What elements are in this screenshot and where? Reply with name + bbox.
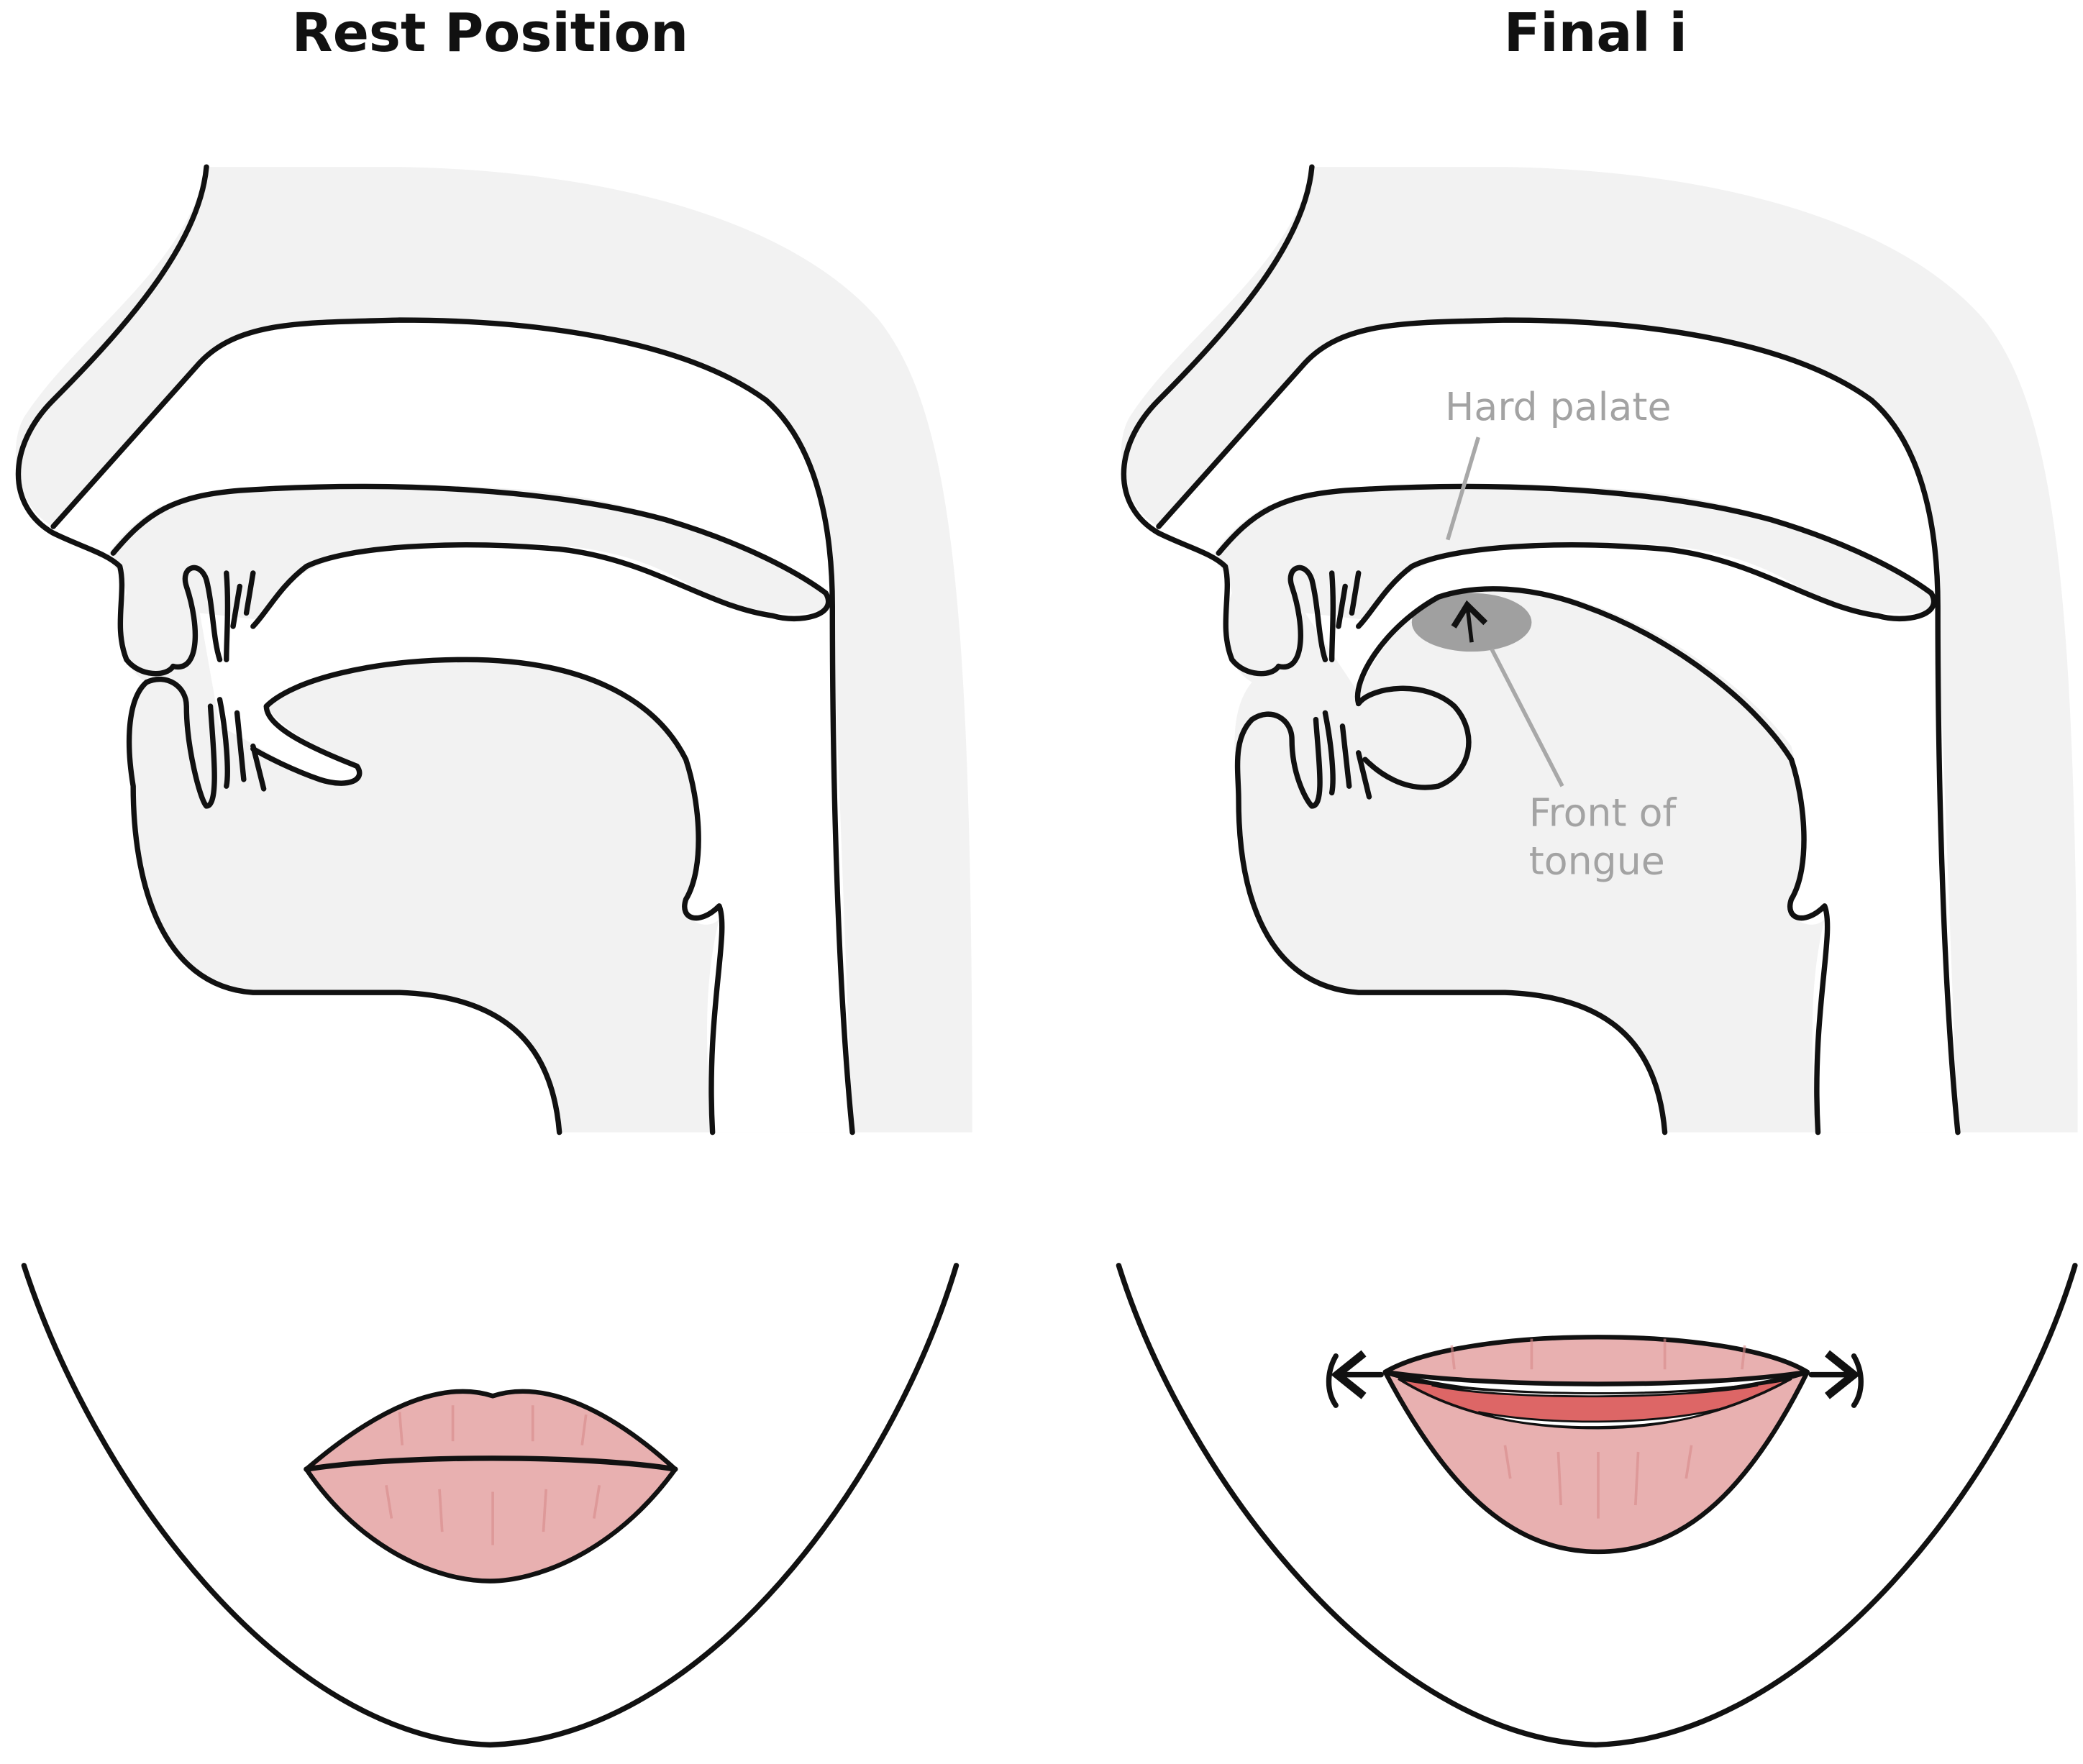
- title-final-i: Final i: [1504, 2, 1687, 64]
- rest-sagittal-section: [15, 164, 972, 1135]
- arrow-up-icon: [1451, 600, 1488, 643]
- teeth: [1431, 1384, 1759, 1428]
- hard-palate-leader: [1446, 437, 1481, 541]
- label-front-of-tongue-line2: tongue: [1529, 838, 1665, 883]
- rest-lips: [304, 1389, 678, 1584]
- final-i-sagittal-section: Hard palate Front of tongue: [1121, 164, 2078, 1135]
- final-i-upper-lip: [1382, 1335, 1810, 1386]
- rest-front-face: [21, 1263, 960, 1748]
- final-i-front-face: [1116, 1263, 2078, 1748]
- label-front-of-tongue-line1: Front of: [1529, 790, 1677, 836]
- label-hard-palate: Hard palate: [1445, 384, 1671, 429]
- front-of-tongue-leader: [1490, 648, 1564, 787]
- title-rest-position: Rest Position: [292, 2, 688, 64]
